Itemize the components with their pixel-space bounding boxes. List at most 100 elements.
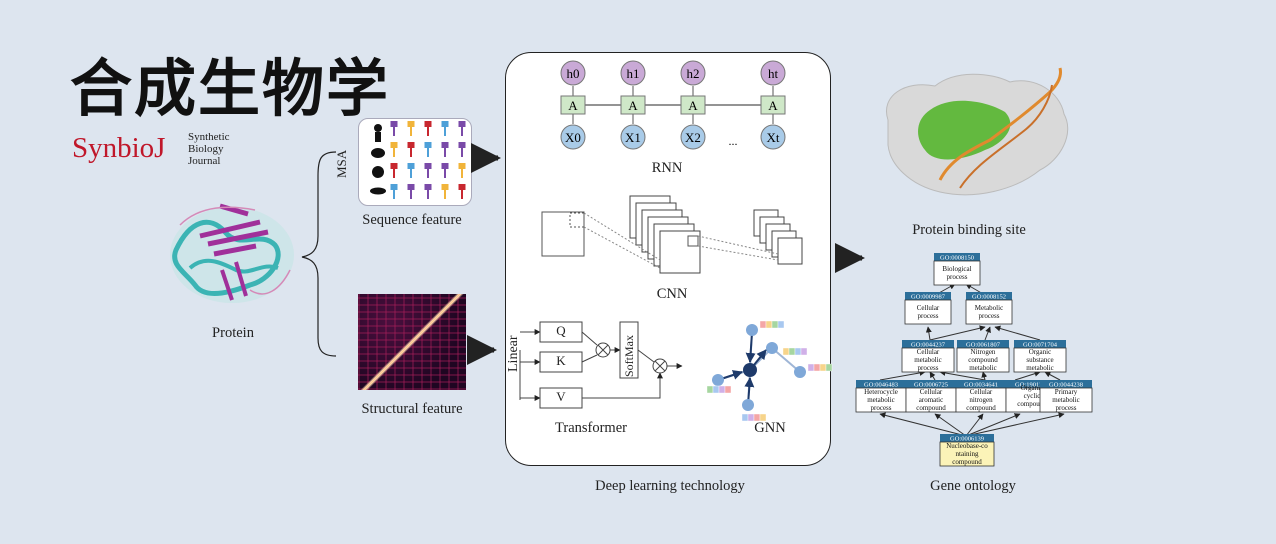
sequence-pin-head: [441, 142, 449, 148]
go-node-id: GO:0009987: [911, 294, 946, 301]
go-node-name: metabolic: [1026, 364, 1054, 372]
go-node-name: Cellular: [917, 348, 940, 356]
rnn-cell-label: A: [768, 98, 778, 113]
gnn-feature-cell: [718, 385, 726, 394]
deep-learning-title: Deep learning technology: [595, 478, 745, 494]
rnn-diagram: h0AX0h1AX1h2AX2htAXt...: [560, 60, 786, 150]
logo-subtitle: Synthetic Biology Journal: [188, 131, 230, 167]
rnn-input-node: [680, 124, 706, 150]
go-node-id: GO:0044238: [1049, 382, 1083, 389]
rnn-cell-label: A: [688, 98, 698, 113]
gnn-feature-cell: [741, 413, 749, 422]
go-node-name: Heterocycle: [864, 388, 898, 396]
gnn-feature-cell: [782, 347, 790, 356]
sequence-pin-head: [407, 184, 415, 190]
rnn-input-node: [560, 124, 586, 150]
go-node-name: metabolic: [867, 396, 895, 404]
go-node-name: process: [918, 364, 939, 372]
transformer-k: K: [556, 353, 566, 368]
msa-label: MSA: [334, 149, 349, 178]
logo-chinese-title: 合成生物学: [70, 52, 391, 125]
go-node-name: compound: [916, 404, 946, 412]
sequence-feature-pins: [390, 121, 466, 199]
sequence-pin-head: [441, 163, 449, 169]
gnn-feature-cell: [712, 385, 720, 394]
sequence-pin-head: [424, 142, 432, 148]
sequence-pin-head: [407, 163, 415, 169]
sequence-pin-head: [458, 184, 466, 190]
gnn-feature-cell: [747, 413, 755, 422]
gnn-feature-cell: [759, 320, 767, 329]
rnn-hidden-node: [620, 60, 646, 86]
logo-english-title: SynbioJ: [72, 132, 166, 164]
rnn-cell: [620, 95, 646, 115]
go-node-name: Biological: [942, 265, 971, 273]
go-node-name: compound: [968, 356, 998, 364]
go-node-id: GO:0006725: [914, 382, 948, 389]
go-node-name: nitrogen: [969, 396, 993, 404]
go-node-name: Nucleobase-co: [946, 442, 988, 450]
feature-brace: [301, 151, 337, 357]
rnn-label: RNN: [651, 160, 683, 176]
transformer-v: V: [556, 389, 566, 404]
go-node-name: ntaining: [956, 450, 979, 458]
binding-site-label: Protein binding site: [912, 222, 1026, 238]
go-node-name: Organic: [1021, 384, 1043, 392]
gnn-feature-cell: [813, 363, 821, 372]
rnn-cell: [560, 95, 586, 115]
go-node-name: compound: [1017, 400, 1047, 408]
sequence-pin-head: [458, 163, 466, 169]
rnn-hidden-node: [560, 60, 586, 86]
go-node-name: metabolic: [969, 364, 997, 372]
gnn-diagram: [706, 320, 833, 422]
go-node-name: process: [947, 273, 968, 281]
gnn-feature-cell: [807, 363, 815, 372]
go-node-name: process: [1056, 404, 1077, 412]
go-node-name: process: [979, 312, 1000, 320]
rnn-hidden-label: h1: [627, 66, 640, 81]
sequence-pin-head: [441, 121, 449, 127]
structural-feature-heatmap: [358, 294, 466, 390]
gnn-label: GNN: [754, 420, 786, 436]
gnn-feature-cell: [794, 347, 802, 356]
rnn-input-label: X2: [685, 130, 701, 145]
go-node-name: process: [871, 404, 892, 412]
sequence-pin-head: [390, 121, 398, 127]
gnn-feature-cell: [706, 385, 714, 394]
go-node-name: Primary: [1055, 388, 1078, 396]
linear-label: Linear: [506, 335, 521, 372]
structural-feature-label: Structural feature: [361, 401, 463, 417]
rnn-cell-label: A: [568, 98, 578, 113]
go-node-id: GO:0071704: [1023, 342, 1058, 349]
go-node-name: Nitrogen: [971, 348, 996, 356]
go-node-name: Cellular: [920, 388, 943, 396]
go-node-id: GO:1901360: [1015, 382, 1049, 389]
gnn-feature-cell: [825, 363, 833, 372]
go-node-name: metabolic: [914, 356, 942, 364]
rnn-hidden-label: h0: [567, 66, 580, 81]
go-node-name: aromatic: [919, 396, 944, 404]
rnn-ellipsis: ...: [729, 134, 738, 148]
sequence-pin-head: [407, 142, 415, 148]
transformer-diagram: [519, 321, 683, 409]
gnn-feature-cell: [765, 320, 773, 329]
rnn-cell: [760, 95, 786, 115]
go-node-name: Cellular: [917, 304, 940, 312]
sequence-pin-head: [390, 142, 398, 148]
go-node-name: Cellular: [970, 388, 993, 396]
rnn-hidden-node: [760, 60, 786, 86]
go-node-id: GO:0044237: [911, 342, 946, 349]
go-node-name: process: [918, 312, 939, 320]
logo-sub-line: Journal: [188, 155, 221, 167]
rnn-hidden-node: [680, 60, 706, 86]
go-node-name: substance: [1026, 356, 1053, 364]
go-node-id: GO:0034641: [964, 382, 998, 389]
